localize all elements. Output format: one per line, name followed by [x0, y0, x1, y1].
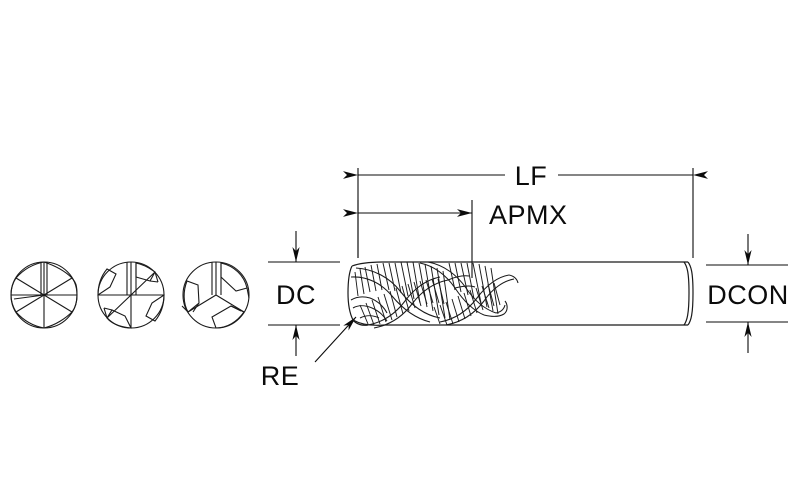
- dimension-apmx: [343, 200, 473, 278]
- dimension-label-re: RE: [261, 361, 300, 391]
- dimension-label-apmx: APMX: [489, 200, 568, 230]
- end-view-6-flute-flutes: [10, 261, 78, 329]
- end-view-4-flute: [97, 261, 165, 329]
- shank-end-chamfer: [683, 261, 690, 326]
- dimension-label-lf: LF: [515, 161, 548, 191]
- flute-serrations: [354, 261, 501, 326]
- tip-end-face: [347, 265, 354, 321]
- flute-helix-curves: [350, 261, 515, 329]
- dimension-label-dcon: DCON: [707, 280, 789, 310]
- dimension-dcon: [706, 234, 788, 353]
- dimension-re: [314, 316, 357, 363]
- end-view-3-flute: [181, 261, 250, 329]
- tool-shank: [478, 261, 694, 326]
- re-leader-line: [314, 316, 357, 363]
- end-view-4-flute-flutes: [97, 262, 165, 329]
- flute-top-outline: [351, 261, 478, 267]
- flute-shank-transition: [447, 274, 519, 317]
- dimension-label-dc: DC: [276, 280, 316, 310]
- tip-flute-pockets: [350, 296, 388, 322]
- end-view-6-flute: [10, 261, 78, 329]
- shank-end-face: [687, 261, 694, 326]
- end-mill-side-view: [347, 261, 694, 329]
- end-view-3-flute-flutes: [181, 262, 250, 329]
- dimension-dc: [268, 231, 340, 356]
